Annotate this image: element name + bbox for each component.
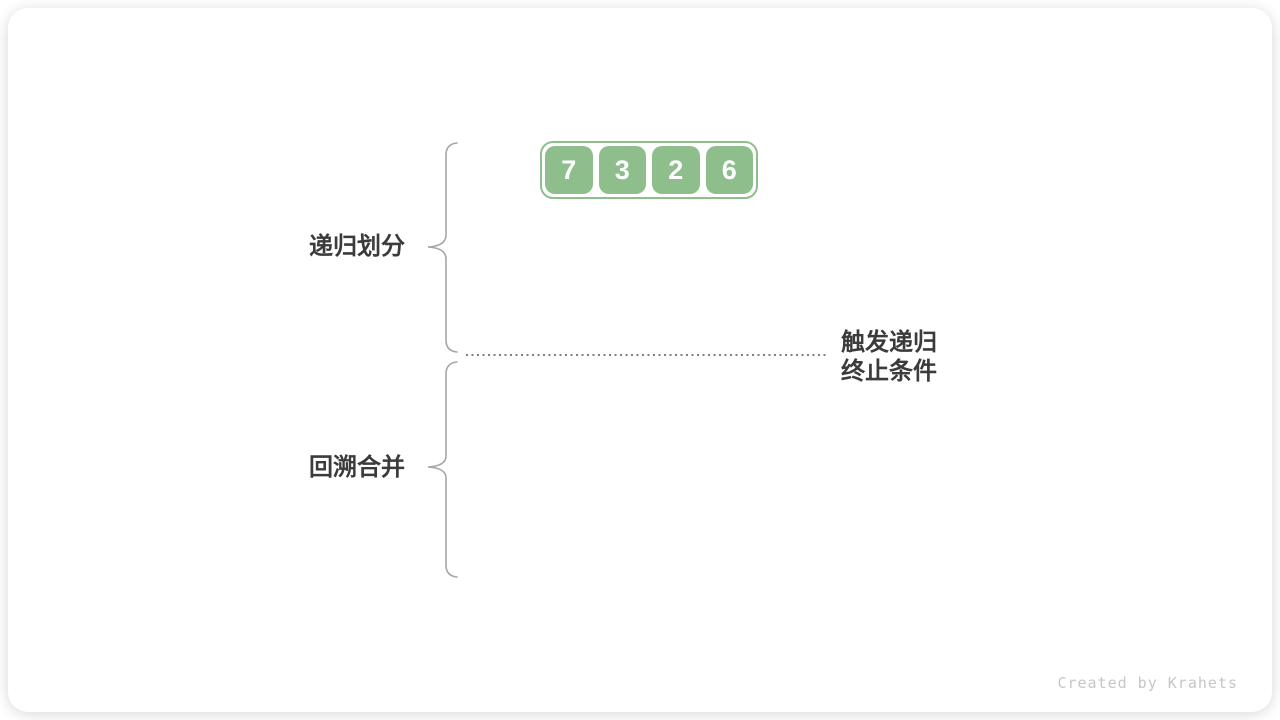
- watermark: Created by Krahets: [1057, 674, 1238, 692]
- backtrack-merge-label: 回溯合并: [309, 454, 405, 481]
- recursive-divide-label: 递归划分: [309, 233, 405, 260]
- diagram-card: [8, 8, 1272, 712]
- termination-annotation: 触发递归 终止条件: [841, 328, 937, 386]
- array-cell: 3: [598, 146, 646, 194]
- array-group: 7 3 2 6: [540, 141, 758, 199]
- array-cell: 6: [705, 146, 753, 194]
- array-cell: 7: [545, 146, 593, 194]
- termination-annotation-line2: 终止条件: [841, 358, 937, 385]
- termination-annotation-line1: 触发递归: [841, 329, 937, 356]
- array-cell: 2: [652, 146, 700, 194]
